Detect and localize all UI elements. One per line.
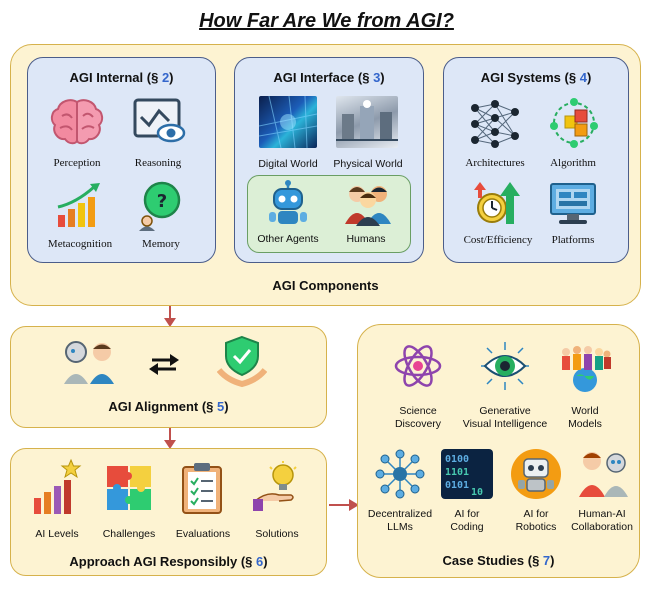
ai-levels-icon: [31, 458, 83, 516]
solutions-label: Solutions: [255, 528, 299, 540]
world-models-label-2: Models: [568, 418, 602, 430]
memory-label: Memory: [142, 238, 180, 250]
lightbulb-hand-icon: [253, 461, 303, 513]
agi-alignment-title: AGI Alignment (§ 5): [108, 399, 229, 414]
ai-for-coding-label-2: Coding: [450, 521, 484, 533]
decentralized-llms-label-1: Decentralized: [367, 508, 433, 520]
robot-icon: [266, 180, 310, 226]
world-models-label-1: World: [571, 405, 599, 417]
other-agents-label: Other Agents: [257, 233, 319, 245]
algorithm-label: Algorithm: [550, 157, 596, 169]
metacognition-label: Metacognition: [47, 238, 113, 250]
ai-for-coding-label-1: AI for: [454, 508, 480, 520]
diagram-title: How Far Are We from AGI?: [199, 10, 454, 32]
platforms-icon: [547, 180, 599, 228]
humans-icon: [343, 180, 393, 226]
arrow-components-to-alignment: [162, 306, 178, 328]
visual-intelligence-label-2: Visual Intelligence: [462, 418, 548, 430]
svg-text:0101: 0101: [445, 480, 469, 491]
cost-efficiency-icon: [472, 178, 524, 230]
algorithm-cubes-icon: [547, 96, 601, 150]
challenges-label: Challenges: [102, 528, 156, 540]
platforms-label: Platforms: [551, 234, 595, 246]
science-discovery-label-1: Science: [399, 405, 437, 417]
svg-text:?: ?: [157, 191, 167, 212]
human-ai-collaboration-label-2: Collaboration: [571, 521, 633, 533]
agi-internal-title: AGI Internal (§ 2): [69, 70, 174, 85]
agi-alignment-panel: [10, 326, 327, 428]
neural-network-icon: [469, 98, 521, 150]
science-discovery-label-2: Discovery: [394, 418, 442, 430]
world-models-icon: [558, 340, 612, 392]
monitor-eye-icon: [131, 97, 187, 149]
svg-text:0100: 0100: [445, 454, 469, 465]
agi-components-label: AGI Components: [272, 278, 379, 293]
exchange-arrows-icon: [148, 352, 180, 376]
ai-levels-label: AI Levels: [35, 528, 79, 540]
human-ai-collaboration-label-1: Human-AI: [578, 508, 626, 520]
brain-icon: [50, 96, 104, 150]
perception-label: Perception: [53, 157, 101, 169]
case-studies-title: Case Studies (§ 7): [442, 553, 555, 568]
agi-internal-box: [27, 57, 216, 263]
digital-world-image: [259, 96, 317, 148]
svg-text:10: 10: [471, 487, 483, 498]
digital-world-label: Digital World: [258, 158, 318, 170]
svg-text:1101: 1101: [445, 467, 469, 478]
agi-systems-box: [443, 57, 629, 263]
robot-human-icon: [62, 338, 116, 386]
puzzle-icon: [104, 463, 154, 513]
shield-hands-icon: [217, 334, 267, 388]
human-ai-collaboration-icon: [576, 447, 630, 499]
clipboard-checklist-icon: [179, 461, 225, 515]
architectures-label: Architectures: [465, 157, 525, 169]
cost-efficiency-label: Cost/Efficiency: [463, 234, 533, 246]
arrow-alignment-to-approach: [162, 428, 178, 450]
binary-code-icon: 0100 1101 0101 10: [441, 449, 493, 499]
agi-systems-title: AGI Systems (§ 4): [480, 70, 592, 85]
decentralized-llms-label-2: LLMs: [387, 521, 413, 533]
evaluations-label: Evaluations: [175, 528, 231, 540]
ai-for-robotics-label-1: AI for: [523, 508, 549, 520]
memory-question-icon: ?: [136, 178, 186, 232]
arrow-to-case-studies: [329, 497, 361, 513]
humans-label: Humans: [346, 233, 386, 245]
approach-agi-title: Approach AGI Responsibly (§ 6): [69, 554, 268, 569]
reasoning-label: Reasoning: [134, 157, 182, 169]
atom-icon: [392, 340, 444, 392]
physical-world-label: Physical World: [333, 158, 403, 170]
ai-for-robotics-label-2: Robotics: [515, 521, 557, 533]
growth-chart-icon: [54, 180, 104, 230]
physical-world-image: [336, 96, 398, 148]
visual-eye-icon: [477, 340, 533, 392]
robotics-icon: [509, 447, 563, 501]
agi-interface-title: AGI Interface (§ 3): [273, 70, 385, 85]
decentralized-network-icon: [374, 448, 426, 500]
visual-intelligence-label-1: Generative: [479, 405, 531, 417]
